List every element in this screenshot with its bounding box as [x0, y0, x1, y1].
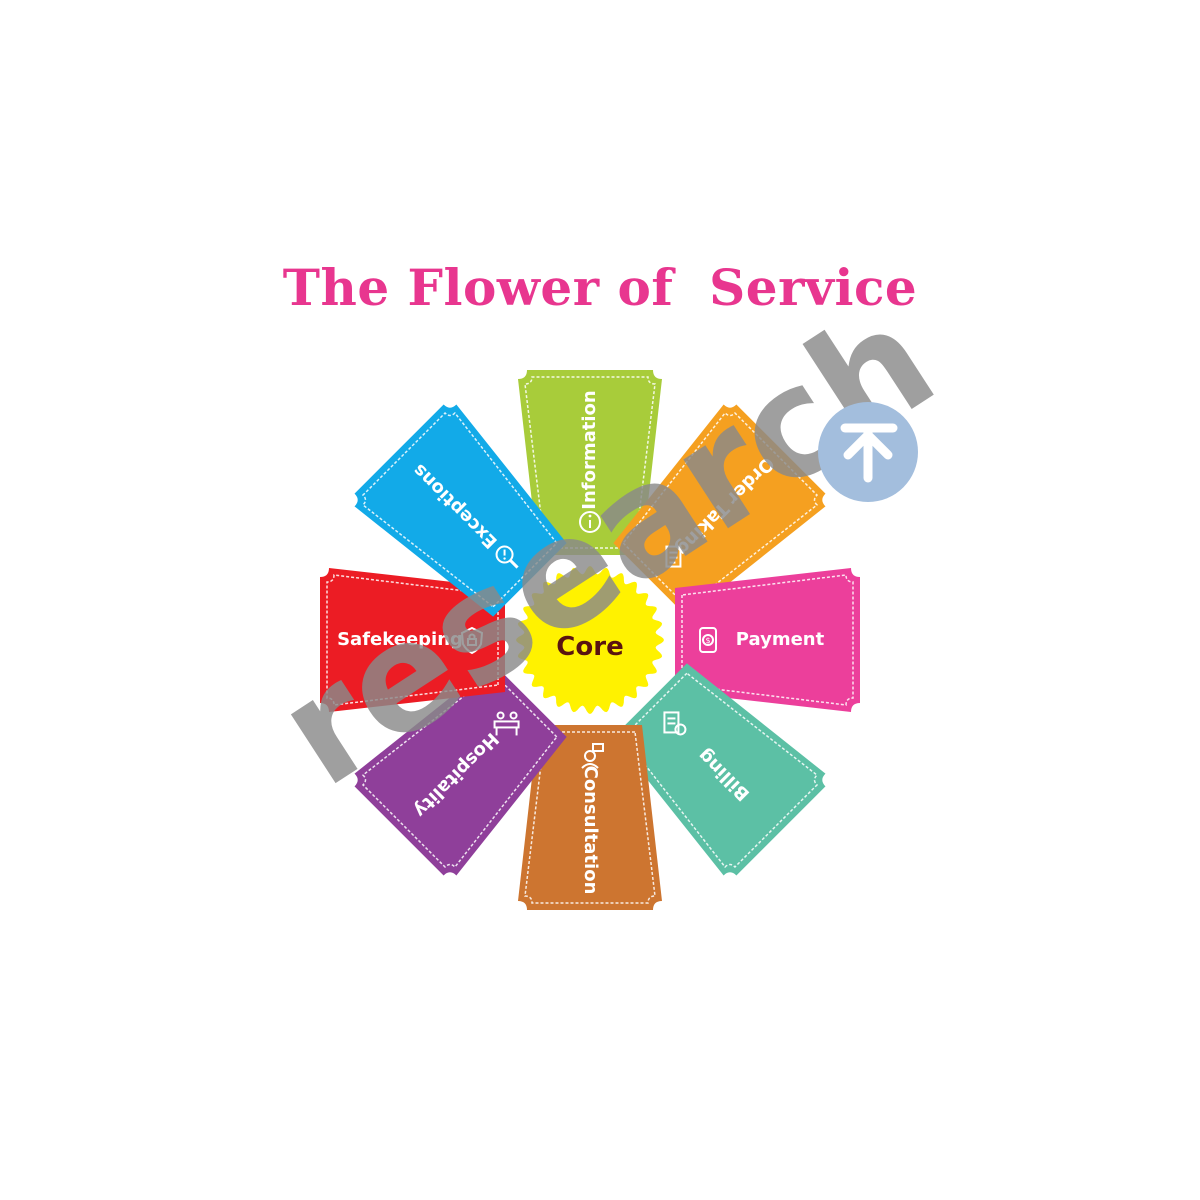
petal-dashed-border [681, 574, 854, 706]
petal-label-information: Information [579, 390, 600, 509]
svg-text:$: $ [705, 636, 710, 645]
watermark-badge [818, 402, 918, 502]
receipt-icon [663, 711, 687, 736]
petal-label-consultation: Consultation [580, 766, 601, 895]
shield-lock-icon [460, 626, 484, 655]
diagram-title: The Flower of Service [282, 258, 918, 317]
petal-dashed-border [622, 672, 819, 869]
petal-shape [354, 663, 567, 876]
petal-dashed-border [361, 672, 558, 869]
petal-information: Information [518, 370, 662, 555]
petal-shape [613, 663, 826, 876]
petal-payment: $ Payment [675, 568, 860, 712]
core-label: Core [556, 632, 623, 662]
petal-dashed-border [361, 411, 558, 608]
petal-dashed-border [326, 574, 499, 706]
petal-consultation: Consultation [518, 725, 662, 910]
petal-order-taking: Order Taking [613, 404, 826, 617]
mobile-payment-icon: $ [699, 627, 717, 653]
petal-shape [518, 370, 662, 555]
petal-label-safekeeping: Safekeeping [337, 629, 463, 650]
consultant-icon [581, 743, 604, 769]
petal-shape [675, 568, 860, 712]
petal-shape [518, 725, 662, 910]
info-icon [579, 511, 601, 533]
order-form-icon [665, 545, 682, 568]
upward-arrow-icon [840, 423, 898, 483]
petal-dashed-border [622, 411, 819, 608]
petal-dashed-border [524, 731, 656, 904]
petal-hospitality: Hospitality [354, 663, 567, 876]
petal-dashed-border [524, 376, 656, 549]
magnifier-exclamation-icon [495, 545, 519, 569]
reception-desk-icon [493, 711, 520, 736]
core-circle: Core [516, 566, 664, 714]
petal-label-payment: Payment [736, 629, 825, 650]
core-scalloped-disc [516, 566, 664, 714]
petal-billing: Billing [613, 663, 826, 876]
petal-shape [320, 568, 505, 712]
petal-exceptions: Exceptions [354, 404, 567, 617]
petal-safekeeping: Safekeeping [320, 568, 505, 712]
petals-layer: Information Order Taking $ PaymentBillingCo… [320, 370, 860, 910]
